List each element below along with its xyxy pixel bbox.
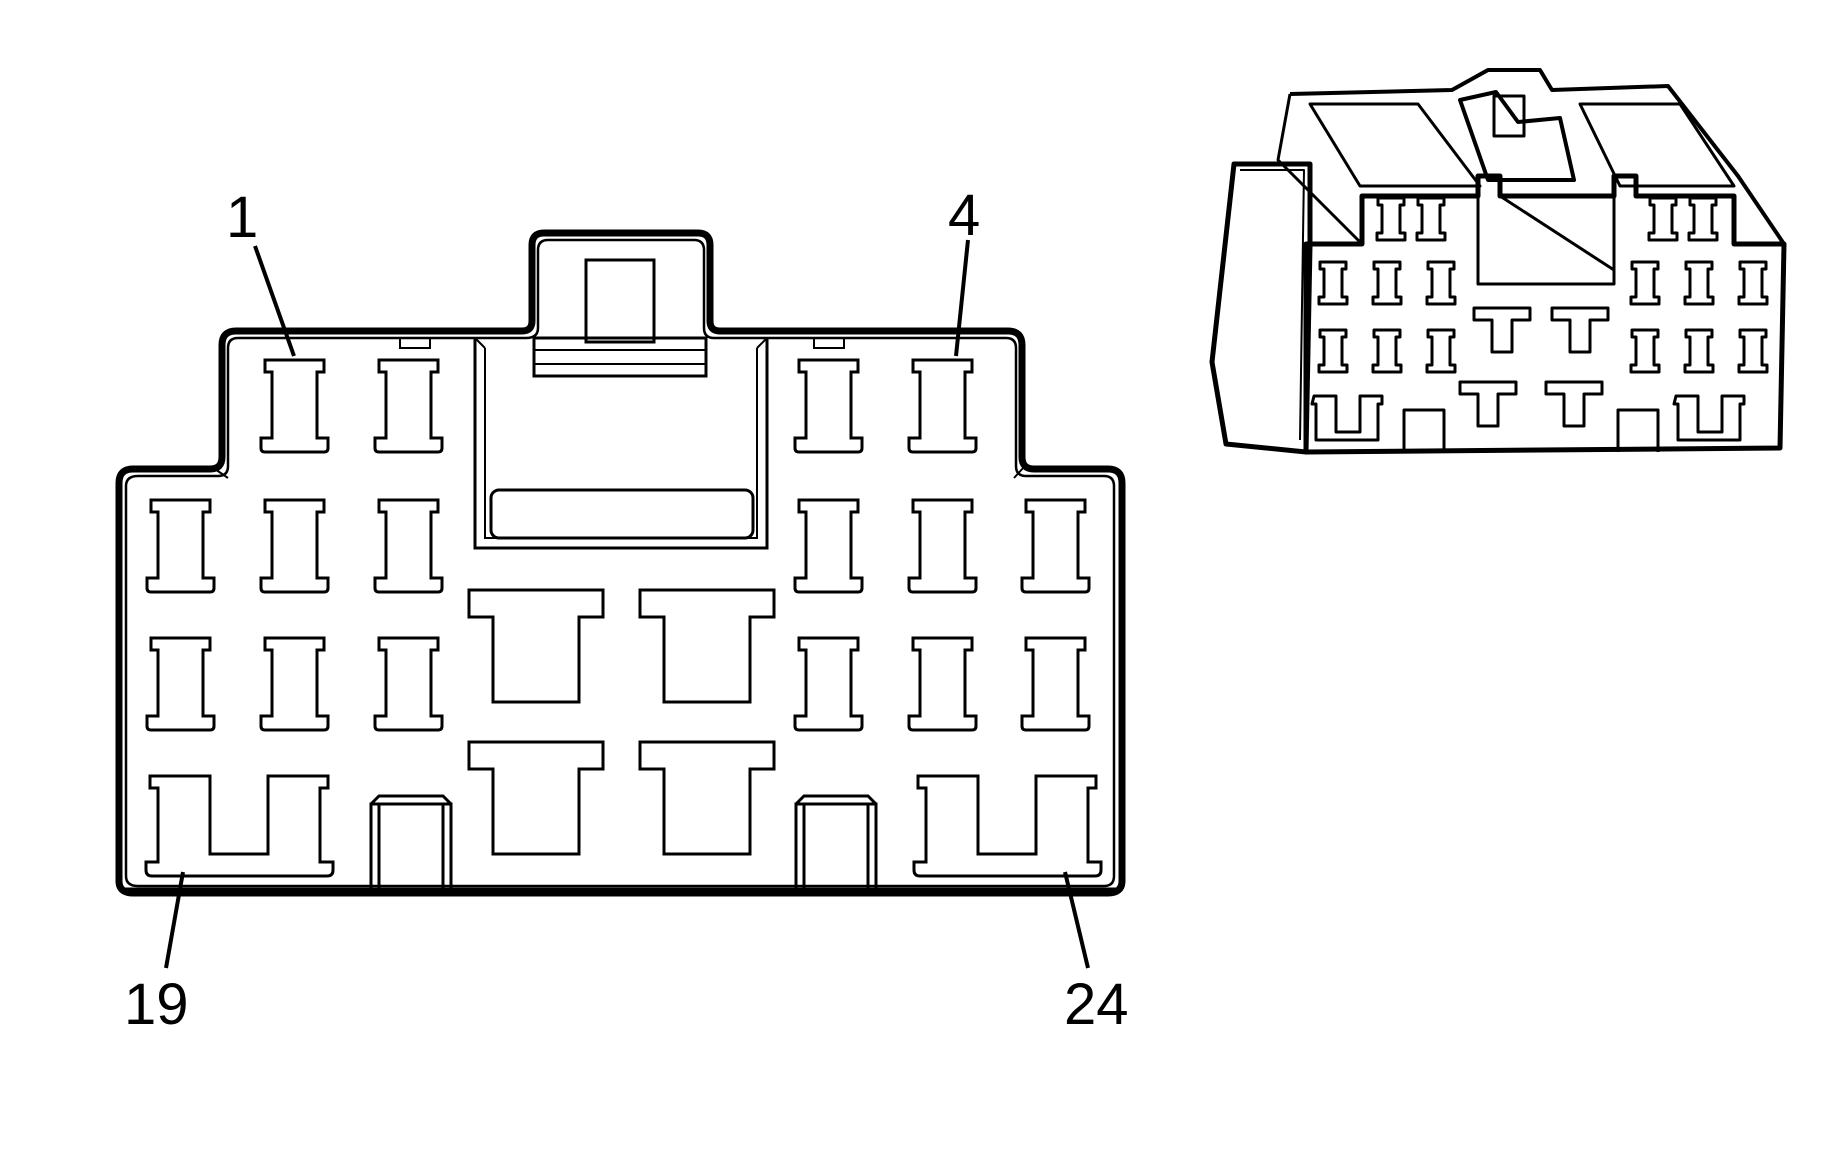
- leader-line-pin-24: [1063, 871, 1090, 969]
- iso-top-face-edge: [1276, 93, 1364, 246]
- iso-key-notch: [1616, 408, 1660, 452]
- terminal-cavity: [145, 636, 216, 732]
- key-post: [369, 794, 453, 806]
- terminal-cavity: [793, 636, 864, 732]
- terminal-cavity: [259, 636, 330, 732]
- terminal-cavity: [907, 636, 978, 732]
- iso-cavity: [1415, 196, 1447, 242]
- housing-outline: [115, 229, 1126, 897]
- iso-key-notch: [1402, 408, 1446, 452]
- iso-side-face: [1209, 161, 1313, 455]
- iso-cavity: [1687, 196, 1719, 242]
- iso-cavity: [1371, 260, 1403, 306]
- leader-line-pin-1: [253, 245, 296, 357]
- terminal-cavity: [259, 498, 330, 594]
- key-post: [794, 794, 878, 806]
- iso-latch-window: [1492, 94, 1526, 138]
- iso-side-face-inner: [1240, 169, 1305, 441]
- t-cavity: [638, 740, 776, 856]
- iso-cavity: [1629, 260, 1661, 306]
- iso-cavity: [1629, 328, 1661, 374]
- iso-cavity: [1683, 260, 1715, 306]
- iso-cavity: [1317, 328, 1349, 374]
- iso-top-face: [1289, 68, 1786, 246]
- iso-cavity: [1425, 260, 1457, 306]
- terminal-cavity: [1020, 498, 1091, 594]
- key-post: [794, 802, 878, 889]
- corner-chamfer: [211, 466, 229, 479]
- iso-cavity: [1375, 196, 1407, 242]
- top-ledge: [399, 337, 431, 349]
- terminal-cavity: [145, 498, 216, 594]
- double-cavity: [912, 774, 1103, 878]
- pin-label-24: 24: [1064, 972, 1129, 1037]
- top-ledge: [813, 337, 845, 349]
- connector-isometric-view: [1209, 68, 1787, 455]
- iso-latch-ramp: [1476, 194, 1616, 286]
- iso-top-ridge: [1578, 102, 1736, 188]
- iso-cavity: [1737, 328, 1769, 374]
- terminal-cavity: [907, 358, 978, 454]
- latch: [532, 258, 708, 378]
- iso-t-cavity: [1550, 306, 1610, 354]
- t-cavity: [638, 588, 776, 704]
- terminal-cavity: [907, 498, 978, 594]
- iso-top-ridge: [1308, 102, 1482, 188]
- t-cavity: [467, 588, 605, 704]
- terminal-cavity: [373, 358, 444, 454]
- terminal-cavity: [793, 358, 864, 454]
- terminal-cavity: [373, 636, 444, 732]
- iso-latch: [1458, 90, 1576, 182]
- leader-line-pin-4: [954, 239, 970, 357]
- pin-label-4: 4: [948, 183, 980, 248]
- iso-cavity: [1737, 260, 1769, 306]
- iso-cavity: [1683, 328, 1715, 374]
- t-cavity: [467, 740, 605, 856]
- iso-t-cavity: [1458, 380, 1518, 428]
- iso-cavity: [1371, 328, 1403, 374]
- latch-well: [473, 337, 769, 550]
- connector-front-view: 1 4 19 24: [115, 183, 1129, 1037]
- key-post: [369, 802, 453, 889]
- iso-double-cavity: [1310, 394, 1384, 442]
- housing-inner-outline: [124, 238, 1116, 888]
- terminal-cavity: [1020, 636, 1091, 732]
- terminal-cavity: [793, 498, 864, 594]
- leader-line-pin-19: [164, 871, 185, 969]
- double-cavity: [144, 774, 335, 878]
- corner-chamfer: [1013, 466, 1025, 479]
- iso-cavity: [1317, 260, 1349, 306]
- iso-cavity: [1647, 196, 1679, 242]
- iso-cavity: [1425, 328, 1457, 374]
- iso-t-cavity: [1472, 306, 1532, 354]
- pin-label-1: 1: [226, 185, 258, 250]
- terminal-cavity: [373, 498, 444, 594]
- pin-label-19: 19: [124, 972, 189, 1037]
- terminal-cavity: [259, 358, 330, 454]
- iso-t-cavity: [1544, 380, 1604, 428]
- iso-double-cavity: [1672, 394, 1746, 442]
